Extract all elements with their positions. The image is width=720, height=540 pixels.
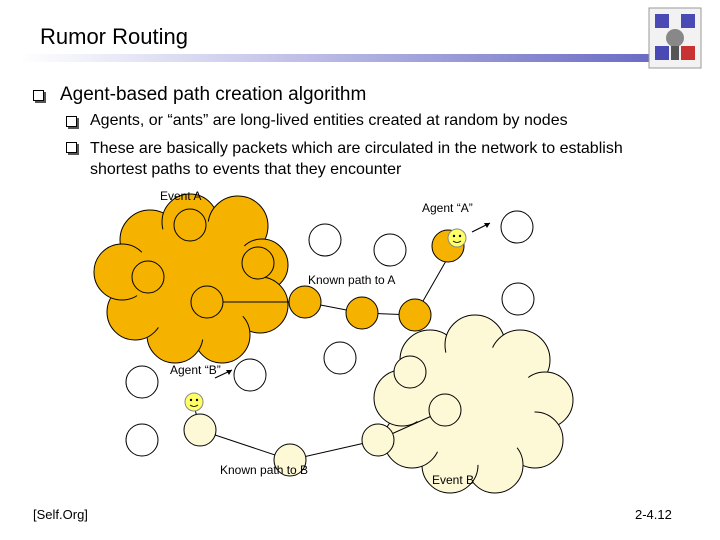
sub-bullet-marker	[66, 116, 77, 130]
agent-b-label: Agent “B”	[170, 363, 221, 377]
known-path-b-label: Known path to B	[220, 463, 308, 477]
agent-a-face-icon	[447, 228, 467, 248]
sub-bullet-text-2: These are basically packets which are ci…	[90, 140, 623, 178]
event-b-label: Event B	[432, 473, 474, 487]
bullet-marker	[33, 90, 44, 104]
agent-a-label: Agent “A”	[422, 201, 473, 215]
path-a-nodes	[288, 229, 465, 332]
event-a-label: Event A	[160, 189, 201, 203]
sub-bullet-text-1: Agents, or “ants” are long-lived entitie…	[90, 112, 568, 129]
title-underline	[20, 54, 650, 62]
event-b-nodes	[183, 355, 462, 477]
event-a-nodes	[131, 208, 275, 319]
agent-b-face-icon	[184, 392, 204, 412]
unaffiliated-nodes	[125, 210, 535, 457]
footer-page-number: 2-4.12	[635, 507, 672, 522]
slide-title: Rumor Routing	[40, 24, 188, 49]
institution-logo-icon	[648, 7, 702, 69]
footer-citation: [Self.Org]	[33, 507, 88, 522]
event-b-cloud	[373, 314, 574, 494]
main-bullet-text: Agent-based path creation algorithm	[60, 84, 367, 105]
sub-bullet-marker	[66, 142, 77, 156]
known-path-a-label: Known path to A	[308, 273, 395, 287]
event-a-cloud	[93, 193, 289, 364]
